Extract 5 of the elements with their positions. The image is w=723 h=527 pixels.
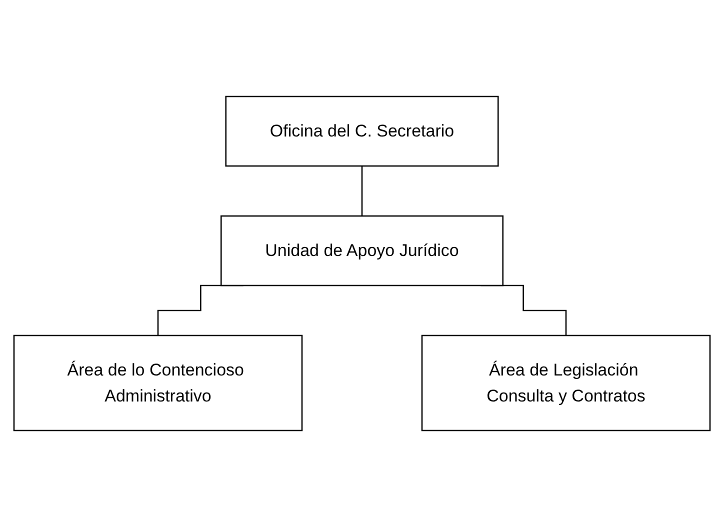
connector [360, 165, 362, 217]
node-box: Oficina del C. Secretario [224, 96, 498, 167]
node-box: Área de Legislación Consulta y Contratos [420, 334, 710, 432]
node-box: Área de lo Contencioso Administrativo [12, 334, 302, 432]
node-box: Unidad de Apoyo Jurídico [220, 215, 504, 286]
